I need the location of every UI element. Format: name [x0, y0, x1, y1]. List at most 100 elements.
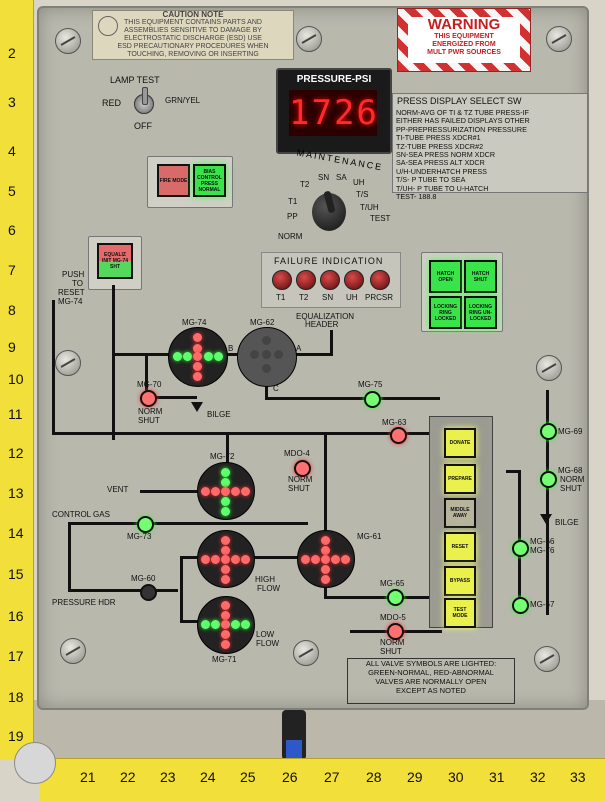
hatch-shut-button[interactable]: HATCH SHUT [464, 260, 497, 293]
valve-mg67[interactable] [512, 597, 529, 614]
valve-mg72-led [221, 487, 230, 496]
failure-label-t1: T1 [276, 293, 286, 302]
valve-mg71-led [221, 640, 230, 649]
valve-mg63[interactable] [390, 427, 407, 444]
valve-mg75[interactable] [364, 391, 381, 408]
ruler-h-label: 25 [240, 769, 256, 785]
ruler-h-label: 24 [200, 769, 216, 785]
reset-caption-2: TO [72, 279, 83, 288]
pos-sn: SN [318, 173, 330, 182]
hatch-open-button[interactable]: HATCH OPEN [429, 260, 462, 293]
valve-mg68[interactable] [540, 471, 557, 488]
pipe-line [180, 620, 200, 623]
valve-mg68-label: MG-68 [558, 466, 583, 475]
legend-line: SN-SEA PRESS NORM XDCR [396, 150, 496, 160]
pipe-line [224, 353, 242, 356]
valve-mg72-led [201, 487, 210, 496]
valve-mg61-led [301, 555, 310, 564]
valve-mg66-76[interactable] [512, 540, 529, 557]
donate-button[interactable]: DONATE [444, 428, 476, 458]
failure-indication-panel: FAILURE INDICATION T1 T2 SN UH PRCSR [261, 252, 401, 308]
valve-mg60-label: MG-60 [131, 574, 156, 583]
pipe-line [112, 285, 115, 440]
prepare-button[interactable]: PREPARE [444, 464, 476, 494]
valve-mg61-led [321, 555, 330, 564]
hatch-shut-label: HATCH SHUT [471, 270, 490, 283]
valve-mg65[interactable] [387, 589, 404, 606]
failure-label-prcsr: PRCSR [365, 293, 394, 302]
valve-mdo5[interactable] [387, 623, 404, 640]
valve-mg69[interactable] [540, 423, 557, 440]
valve-mg72-led [221, 507, 230, 516]
valve-mg70-label: MG-70 [137, 380, 162, 389]
pressure-display-title: PRESSURE-PSI [296, 74, 372, 85]
lamp-test-toggle[interactable] [134, 87, 154, 114]
pipe-line [145, 396, 197, 399]
ruler-v-label: 13 [8, 485, 24, 501]
valve-mg76-label: MG-76 [530, 546, 555, 555]
warning-line: MULT PWR SOURCES [427, 49, 501, 56]
middle-away-button[interactable]: MIDDLE AWAY [444, 498, 476, 528]
test-mode-button[interactable]: TEST MODE [444, 598, 476, 628]
locking-ring-locked-button[interactable]: LOCKING RING LOCKED [429, 296, 462, 329]
legend-line: U/H-UNDERHATCH PRESS [396, 166, 487, 176]
valve-high-flow-led [201, 555, 210, 564]
ruler-h-label: 29 [407, 769, 423, 785]
bypass-button[interactable]: BYPASS [444, 566, 476, 596]
display-select-knob[interactable] [312, 193, 346, 231]
valve-mg75-label: MG-75 [358, 380, 383, 389]
failure-lamp-t2 [296, 270, 316, 290]
ruler-v-label: 11 [8, 406, 23, 422]
screw-icon [293, 640, 319, 666]
caution-line: ELECTROSTATIC DISCHARGE (ESD) USE [124, 35, 262, 42]
pipe-line [52, 300, 55, 435]
ruler-v-label: 2 [8, 45, 16, 61]
ruler-v-label: 5 [8, 183, 16, 199]
failure-lamp-sn [320, 270, 340, 290]
middle-away-label: MIDDLE AWAY [450, 507, 470, 519]
valve-mdo4[interactable] [294, 460, 311, 477]
pressure-readout: 1726 [289, 90, 377, 136]
valve-mg70[interactable] [140, 390, 157, 407]
valve-mdo5-label: MDO-5 [380, 613, 406, 622]
cable-boot [286, 740, 302, 760]
prepare-label: PREPARE [448, 476, 472, 482]
screw-icon [534, 646, 560, 672]
pos-t2: T2 [300, 180, 310, 189]
ruler-h-label: 21 [80, 769, 96, 785]
vertical-ruler: 2 3 4 5 6 7 8 9 10 11 12 13 14 15 16 17 … [0, 0, 34, 760]
ruler-v-label: 7 [8, 262, 16, 278]
ruler-h-label: 33 [570, 769, 586, 785]
valve-mdo4-label: MDO-4 [284, 449, 310, 458]
pos-uh: UH [353, 178, 365, 187]
reset-sequence-button[interactable]: RESET [444, 532, 476, 562]
high-flow-label: FLOW [257, 584, 281, 593]
pos-ts: T/S [356, 190, 369, 199]
locking-ring-unlocked-button[interactable]: LOCKING RING UN-LOCKED [464, 296, 497, 329]
pipe-line [52, 432, 457, 435]
valve-mg72-label: MG-72 [210, 452, 235, 461]
pipe-line [112, 353, 170, 356]
low-flow-label: LOW [256, 630, 275, 639]
legend-line: EITHER HAS FAILED DISPLAYS OTHER [396, 116, 530, 126]
valve-mg74-label: MG-74 [182, 318, 207, 327]
valve-mg61-led [331, 555, 340, 564]
fire-mode-button[interactable]: FIRE MODE [157, 164, 190, 197]
valve-mg62-led [250, 350, 259, 359]
lamp-test-title: LAMP TEST [110, 75, 160, 85]
ruler-corner-knob [14, 742, 56, 784]
bias-control-button[interactable]: BIAS CONTROL PRESS NORMAL [193, 164, 226, 197]
pipe-line [506, 470, 520, 473]
valve-mg72-led [221, 478, 230, 487]
equalize-reset-button[interactable]: EQUALIZ INIT MG-74 SHT [97, 243, 133, 279]
valve-mg72-led [211, 487, 220, 496]
valve-mg62-led [262, 350, 271, 359]
valve-mg71-label: MG-71 [212, 655, 237, 664]
ruler-v-label: 3 [8, 94, 16, 110]
display-select-legend: PRESS DISPLAY SELECT SW NORM-AVG OF TI &… [392, 93, 588, 201]
valve-mg60[interactable] [140, 584, 157, 601]
valve-mg73[interactable] [137, 516, 154, 533]
warning-placard: WARNING THIS EQUIPMENT ENERGIZED FROM MU… [397, 8, 531, 72]
pipe-line [68, 589, 178, 592]
fire-mode-label: FIRE MODE [159, 177, 188, 184]
